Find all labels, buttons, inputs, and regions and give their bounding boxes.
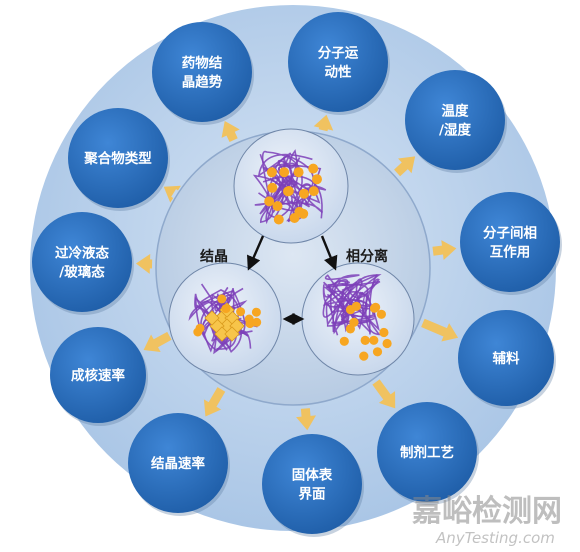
drug-particle bbox=[299, 188, 309, 199]
polymer-chain bbox=[327, 278, 380, 333]
factor-arrows bbox=[135, 114, 459, 431]
drug-particle bbox=[312, 174, 322, 185]
drug-particle bbox=[349, 317, 359, 327]
drug-particle bbox=[298, 208, 309, 219]
arrow-crystallization-rate bbox=[203, 387, 226, 417]
drug-particle bbox=[293, 167, 304, 178]
drug-particle bbox=[264, 196, 275, 207]
arrow-drug-crystallization-tendency bbox=[221, 120, 240, 143]
watermark-cn: 嘉峪检测网 bbox=[412, 494, 562, 529]
crystallization-label: 结晶 bbox=[200, 248, 228, 265]
drug-particle bbox=[283, 186, 293, 197]
drug-particle bbox=[376, 309, 386, 319]
drug-particle bbox=[245, 319, 255, 329]
factor-label: 固体表 bbox=[292, 467, 333, 484]
drug-particle bbox=[339, 336, 349, 346]
arrow-solid-surface-interface bbox=[296, 408, 317, 431]
drug-particle bbox=[273, 214, 284, 225]
factor-nodes: 药物结晶趋势分子运动性温度/湿度分子间相互作用辅料制剂工艺固体表界面结晶速率成核… bbox=[32, 12, 562, 537]
factor-label: 互作用 bbox=[490, 244, 531, 261]
factor-label: 过冷液态 bbox=[55, 245, 109, 262]
factor-node-nucleation-rate: 成核速率 bbox=[50, 327, 148, 426]
arrow-molecular-mobility bbox=[313, 114, 334, 132]
factor-label: 界面 bbox=[299, 487, 326, 503]
drug-particle bbox=[379, 327, 389, 338]
factor-label: 制剂工艺 bbox=[400, 444, 454, 461]
arrow-supercooled-glassy-state bbox=[135, 253, 153, 274]
arrow-excipient bbox=[421, 318, 459, 342]
factor-node-formulation-process: 制剂工艺 bbox=[377, 402, 479, 505]
watermark-en: AnyTesting.com bbox=[435, 529, 555, 547]
drug-particle bbox=[360, 335, 370, 345]
crystal-lattice-cell bbox=[224, 326, 240, 342]
drug-particle bbox=[369, 303, 380, 313]
factor-node-temperature-humidity: 温度/湿度 bbox=[405, 70, 507, 173]
drug-particle bbox=[267, 182, 278, 193]
drug-particle bbox=[382, 338, 392, 349]
phase-separation-arrow bbox=[320, 235, 338, 271]
crystal-lattice-cell bbox=[214, 326, 230, 342]
drug-particle bbox=[221, 304, 231, 314]
drug-particle bbox=[359, 351, 369, 361]
drug-particle bbox=[193, 327, 203, 337]
factor-label: 药物结 bbox=[182, 55, 223, 72]
crystallization-arrow bbox=[247, 235, 265, 271]
arrow-temperature-humidity bbox=[394, 156, 416, 177]
drug-particle bbox=[266, 167, 277, 178]
crystal-lattice-cell bbox=[204, 310, 220, 326]
drug-particle bbox=[251, 307, 261, 317]
factor-label: 聚合物类型 bbox=[83, 150, 152, 167]
drug-particle bbox=[217, 294, 227, 304]
drug-particle bbox=[308, 186, 319, 197]
factor-node-crystallization-rate: 结晶速率 bbox=[128, 413, 230, 516]
arrow-formulation-process bbox=[372, 379, 396, 409]
phase-separation-label: 相分离 bbox=[346, 248, 388, 265]
factor-label: 晶趋势 bbox=[182, 74, 223, 91]
crystallized-dispersion bbox=[168, 262, 282, 376]
factor-label: 成核速率 bbox=[71, 367, 125, 384]
factor-label: /玻璃态 bbox=[59, 264, 105, 281]
factor-node-supercooled-glassy-state: 过冷液态/玻璃态 bbox=[32, 212, 134, 315]
polymer-chain bbox=[325, 278, 367, 333]
factor-label: 分子间相 bbox=[483, 225, 537, 242]
phase-separated-dispersion bbox=[301, 262, 415, 376]
drug-particle bbox=[252, 317, 262, 327]
factor-label: 结晶速率 bbox=[151, 455, 205, 472]
drug-particle bbox=[372, 347, 383, 357]
polymer-chain bbox=[323, 274, 382, 336]
arrow-polymer-type bbox=[163, 185, 181, 203]
drug-particle bbox=[289, 213, 300, 223]
polymer-chain bbox=[252, 164, 322, 224]
amorphous-dispersion bbox=[233, 128, 349, 244]
arrow-nucleation-rate bbox=[143, 331, 172, 353]
drug-particle bbox=[351, 301, 361, 311]
polymer-chain bbox=[194, 293, 253, 351]
drug-particle bbox=[236, 307, 246, 317]
drug-particle bbox=[272, 201, 283, 212]
factor-label: 温度 bbox=[442, 103, 469, 120]
drug-particle bbox=[308, 163, 319, 174]
drug-particle bbox=[369, 335, 379, 345]
factor-label: 动性 bbox=[325, 64, 352, 81]
polymer-chain bbox=[322, 281, 378, 325]
factor-node-polymer-type: 聚合物类型 bbox=[68, 108, 170, 211]
factor-label: 分子运 bbox=[318, 46, 359, 62]
factor-node-excipient: 辅料 bbox=[458, 310, 556, 409]
factor-label: /湿度 bbox=[439, 122, 471, 139]
factor-label: 辅料 bbox=[493, 350, 521, 367]
arrow-intermolecular-interaction bbox=[432, 240, 457, 261]
drug-particle bbox=[279, 167, 290, 178]
